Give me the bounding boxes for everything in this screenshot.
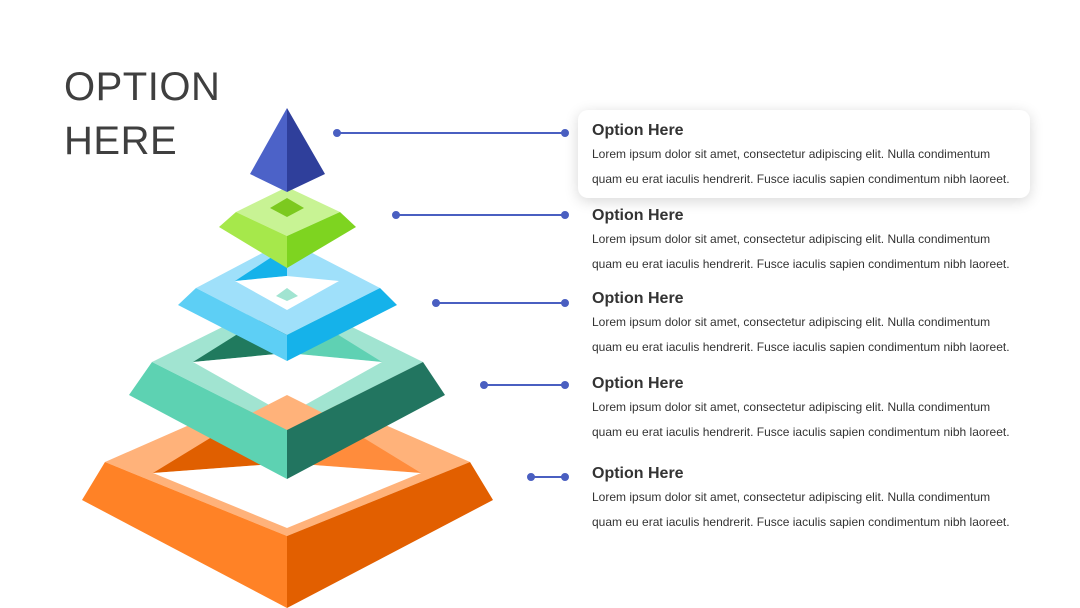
slide-title: OPTION HERE xyxy=(64,60,264,168)
option-heading-4: Option Here xyxy=(592,375,684,392)
option-block-1: Option Here Lorem ipsum dolor sit amet, … xyxy=(592,122,1022,191)
option-body-2: Lorem ipsum dolor sit amet, consectetur … xyxy=(592,232,1010,271)
connector-dot-5-start xyxy=(527,473,535,481)
connector-dot-3-end xyxy=(561,299,569,307)
option-block-5: Option Here Lorem ipsum dolor sit amet, … xyxy=(592,465,1022,534)
option-body-5: Lorem ipsum dolor sit amet, consectetur … xyxy=(592,490,1010,529)
option-block-2: Option Here Lorem ipsum dolor sit amet, … xyxy=(592,207,1022,276)
connector-dot-3-start xyxy=(432,299,440,307)
pyramid-tier-green xyxy=(219,187,356,268)
option-body-1: Lorem ipsum dolor sit amet, consectetur … xyxy=(592,147,1010,186)
option-body-3: Lorem ipsum dolor sit amet, consectetur … xyxy=(592,315,1010,354)
connector-dot-4-start xyxy=(480,381,488,389)
title-line-1: OPTION xyxy=(64,65,221,109)
option-heading-2: Option Here xyxy=(592,207,684,224)
pyramid-tier-top xyxy=(250,108,325,192)
connector-dot-1-start xyxy=(333,129,341,137)
highlight-card xyxy=(578,110,1030,198)
option-block-4: Option Here Lorem ipsum dolor sit amet, … xyxy=(592,375,1022,444)
connector-dot-4-end xyxy=(561,381,569,389)
connector-lines xyxy=(333,129,569,481)
option-body-4: Lorem ipsum dolor sit amet, consectetur … xyxy=(592,400,1010,439)
option-heading-3: Option Here xyxy=(592,290,684,307)
connector-dot-2-start xyxy=(392,211,400,219)
option-heading-5: Option Here xyxy=(592,465,684,482)
connector-dot-1-end xyxy=(561,129,569,137)
title-line-2: HERE xyxy=(64,119,178,163)
option-heading-1: Option Here xyxy=(592,122,684,139)
connector-dot-5-end xyxy=(561,473,569,481)
option-block-3: Option Here Lorem ipsum dolor sit amet, … xyxy=(592,290,1022,359)
connector-dot-2-end xyxy=(561,211,569,219)
